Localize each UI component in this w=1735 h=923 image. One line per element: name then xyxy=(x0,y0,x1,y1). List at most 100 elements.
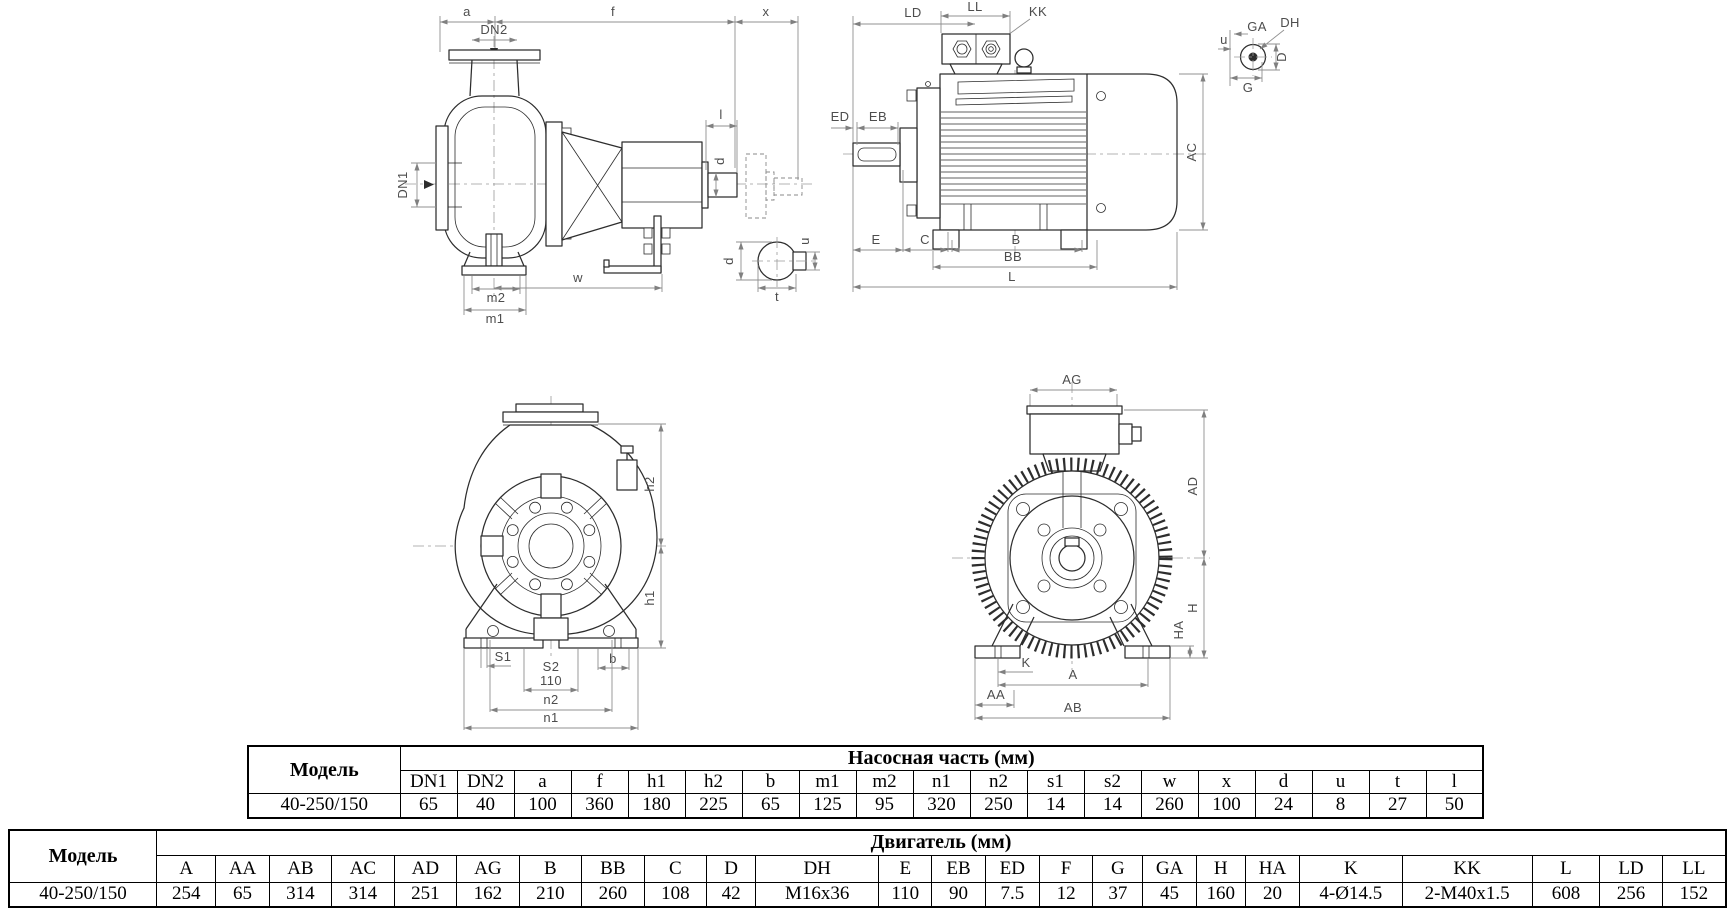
dimension-value-cell: 65 xyxy=(399,793,458,818)
motor-front-view-drawing: AG K xyxy=(952,372,1210,721)
dim-label-s1: S1 xyxy=(495,649,512,664)
dim-label-ed: ED xyxy=(831,109,850,124)
model-column-header: Модель xyxy=(8,829,157,883)
dimension-value-cell: 110 xyxy=(878,881,933,908)
dimension-column-header: u xyxy=(1311,770,1370,794)
dimension-column-header: H xyxy=(1195,854,1246,883)
dim-label-ld: LD xyxy=(904,5,921,20)
dimension-column-header: G xyxy=(1092,854,1144,883)
dimension-value-cell: 251 xyxy=(393,881,458,908)
dimension-value-cell: 210 xyxy=(518,881,583,908)
motor-shaft-end-detail-drawing: GA u DH D G xyxy=(1218,15,1300,95)
dimension-value-cell: 152 xyxy=(1661,881,1727,908)
dim-label-ag: AG xyxy=(1062,372,1082,387)
dimension-value-cell: 40 xyxy=(456,793,515,818)
dimension-column-header: E xyxy=(878,854,933,883)
dimension-column-header: d xyxy=(1254,770,1313,794)
dimension-column-header: ED xyxy=(984,854,1040,883)
group-header: Двигатель (мм) xyxy=(156,829,1727,856)
dimension-value-cell: 14 xyxy=(1083,793,1142,818)
dimension-value-cell: 360 xyxy=(570,793,629,818)
dimension-value-cell: 45 xyxy=(1142,881,1197,908)
dim-label-t-key: t xyxy=(775,289,779,304)
dimension-column-header: LD xyxy=(1599,854,1663,883)
dimension-column-header: a xyxy=(513,770,572,794)
dim-label-aa: AA xyxy=(987,687,1005,702)
dimension-value-cell: 314 xyxy=(268,881,333,908)
dimension-column-header: F xyxy=(1038,854,1094,883)
dimension-column-header: m1 xyxy=(798,770,857,794)
dim-label-ab: AB xyxy=(1064,700,1082,715)
dimension-value-cell: 27 xyxy=(1368,793,1427,818)
dim-label-f: f xyxy=(611,4,615,19)
dimension-value-cell: 4-Ø14.5 xyxy=(1299,881,1403,908)
technical-drawings: a f x DN2 DN1 xyxy=(395,0,1300,731)
dimension-value-cell: 65 xyxy=(215,881,270,908)
dim-label-d-key: d xyxy=(721,257,736,265)
dim-label-s2: S2 xyxy=(543,659,560,674)
dimension-column-header: AG xyxy=(456,854,520,883)
group-header: Насосная часть (мм) xyxy=(399,745,1484,771)
dimension-value-cell: 250 xyxy=(969,793,1028,818)
dim-label-b-pump: b xyxy=(609,651,617,666)
dimension-column-header: B xyxy=(518,854,583,883)
dimension-column-header: BB xyxy=(581,854,645,883)
dimension-column-header: s1 xyxy=(1026,770,1085,794)
dimension-column-header: AA xyxy=(215,854,270,883)
dim-label-a-motor: A xyxy=(1068,667,1077,682)
dimension-column-header: b xyxy=(741,770,800,794)
dimension-column-header: n2 xyxy=(969,770,1028,794)
dimension-column-header: DH xyxy=(755,854,880,883)
dim-label-dn2: DN2 xyxy=(480,22,507,37)
dimension-column-header: L xyxy=(1531,854,1601,883)
dimension-value-cell: 125 xyxy=(798,793,857,818)
dim-label-ll: LL xyxy=(967,0,982,14)
dimension-value-cell: M16x36 xyxy=(755,881,880,908)
dimension-column-header: AB xyxy=(268,854,333,883)
model-value-cell: 40-250/150 xyxy=(8,881,157,908)
dim-label-bb: BB xyxy=(1004,249,1022,264)
dim-label-k: K xyxy=(1021,655,1030,670)
dimension-column-header: GA xyxy=(1142,854,1197,883)
dimension-column-header: EB xyxy=(931,854,986,883)
dimension-column-header: n1 xyxy=(912,770,971,794)
dim-label-d-shaft: d xyxy=(712,157,727,165)
dimension-value-cell: 8 xyxy=(1311,793,1370,818)
dimension-column-header: HA xyxy=(1244,854,1301,883)
dimension-value-cell: 320 xyxy=(912,793,971,818)
pump-front-view-drawing: h2 h1 S1 b S2 110 n2 n1 xyxy=(413,396,668,731)
dimension-value-cell: 160 xyxy=(1195,881,1246,908)
model-value-cell: 40-250/150 xyxy=(247,793,401,818)
dimension-column-header: DN2 xyxy=(456,770,515,794)
dim-label-n2: n2 xyxy=(543,692,558,707)
dim-label-e: E xyxy=(871,232,880,247)
dimension-value-cell: 2-M40x1.5 xyxy=(1401,881,1533,908)
dimension-value-cell: 50 xyxy=(1425,793,1484,818)
dimension-column-header: LL xyxy=(1661,854,1727,883)
dimension-value-cell: 95 xyxy=(855,793,914,818)
dimension-value-cell: 254 xyxy=(155,881,217,908)
dimension-value-cell: 260 xyxy=(581,881,645,908)
dim-label-dh: DH xyxy=(1280,15,1300,30)
dim-label-n1: n1 xyxy=(543,710,558,725)
dimension-value-cell: 65 xyxy=(741,793,800,818)
dimension-value-cell: 42 xyxy=(706,881,757,908)
dimension-value-cell: 100 xyxy=(1197,793,1256,818)
dimension-value-cell: 14 xyxy=(1026,793,1085,818)
model-column-header: Модель xyxy=(247,745,401,794)
dimension-column-header: m2 xyxy=(855,770,914,794)
dimension-column-header: x xyxy=(1197,770,1256,794)
dimension-value-cell: 24 xyxy=(1254,793,1313,818)
dim-label-eb: EB xyxy=(869,109,887,124)
dimension-value-cell: 37 xyxy=(1092,881,1144,908)
dim-label-m2: m2 xyxy=(487,290,506,305)
dimension-value-cell: 180 xyxy=(627,793,686,818)
dimension-value-cell: 90 xyxy=(931,881,986,908)
dimension-column-header: DN1 xyxy=(399,770,458,794)
dimension-value-cell: 608 xyxy=(1531,881,1601,908)
